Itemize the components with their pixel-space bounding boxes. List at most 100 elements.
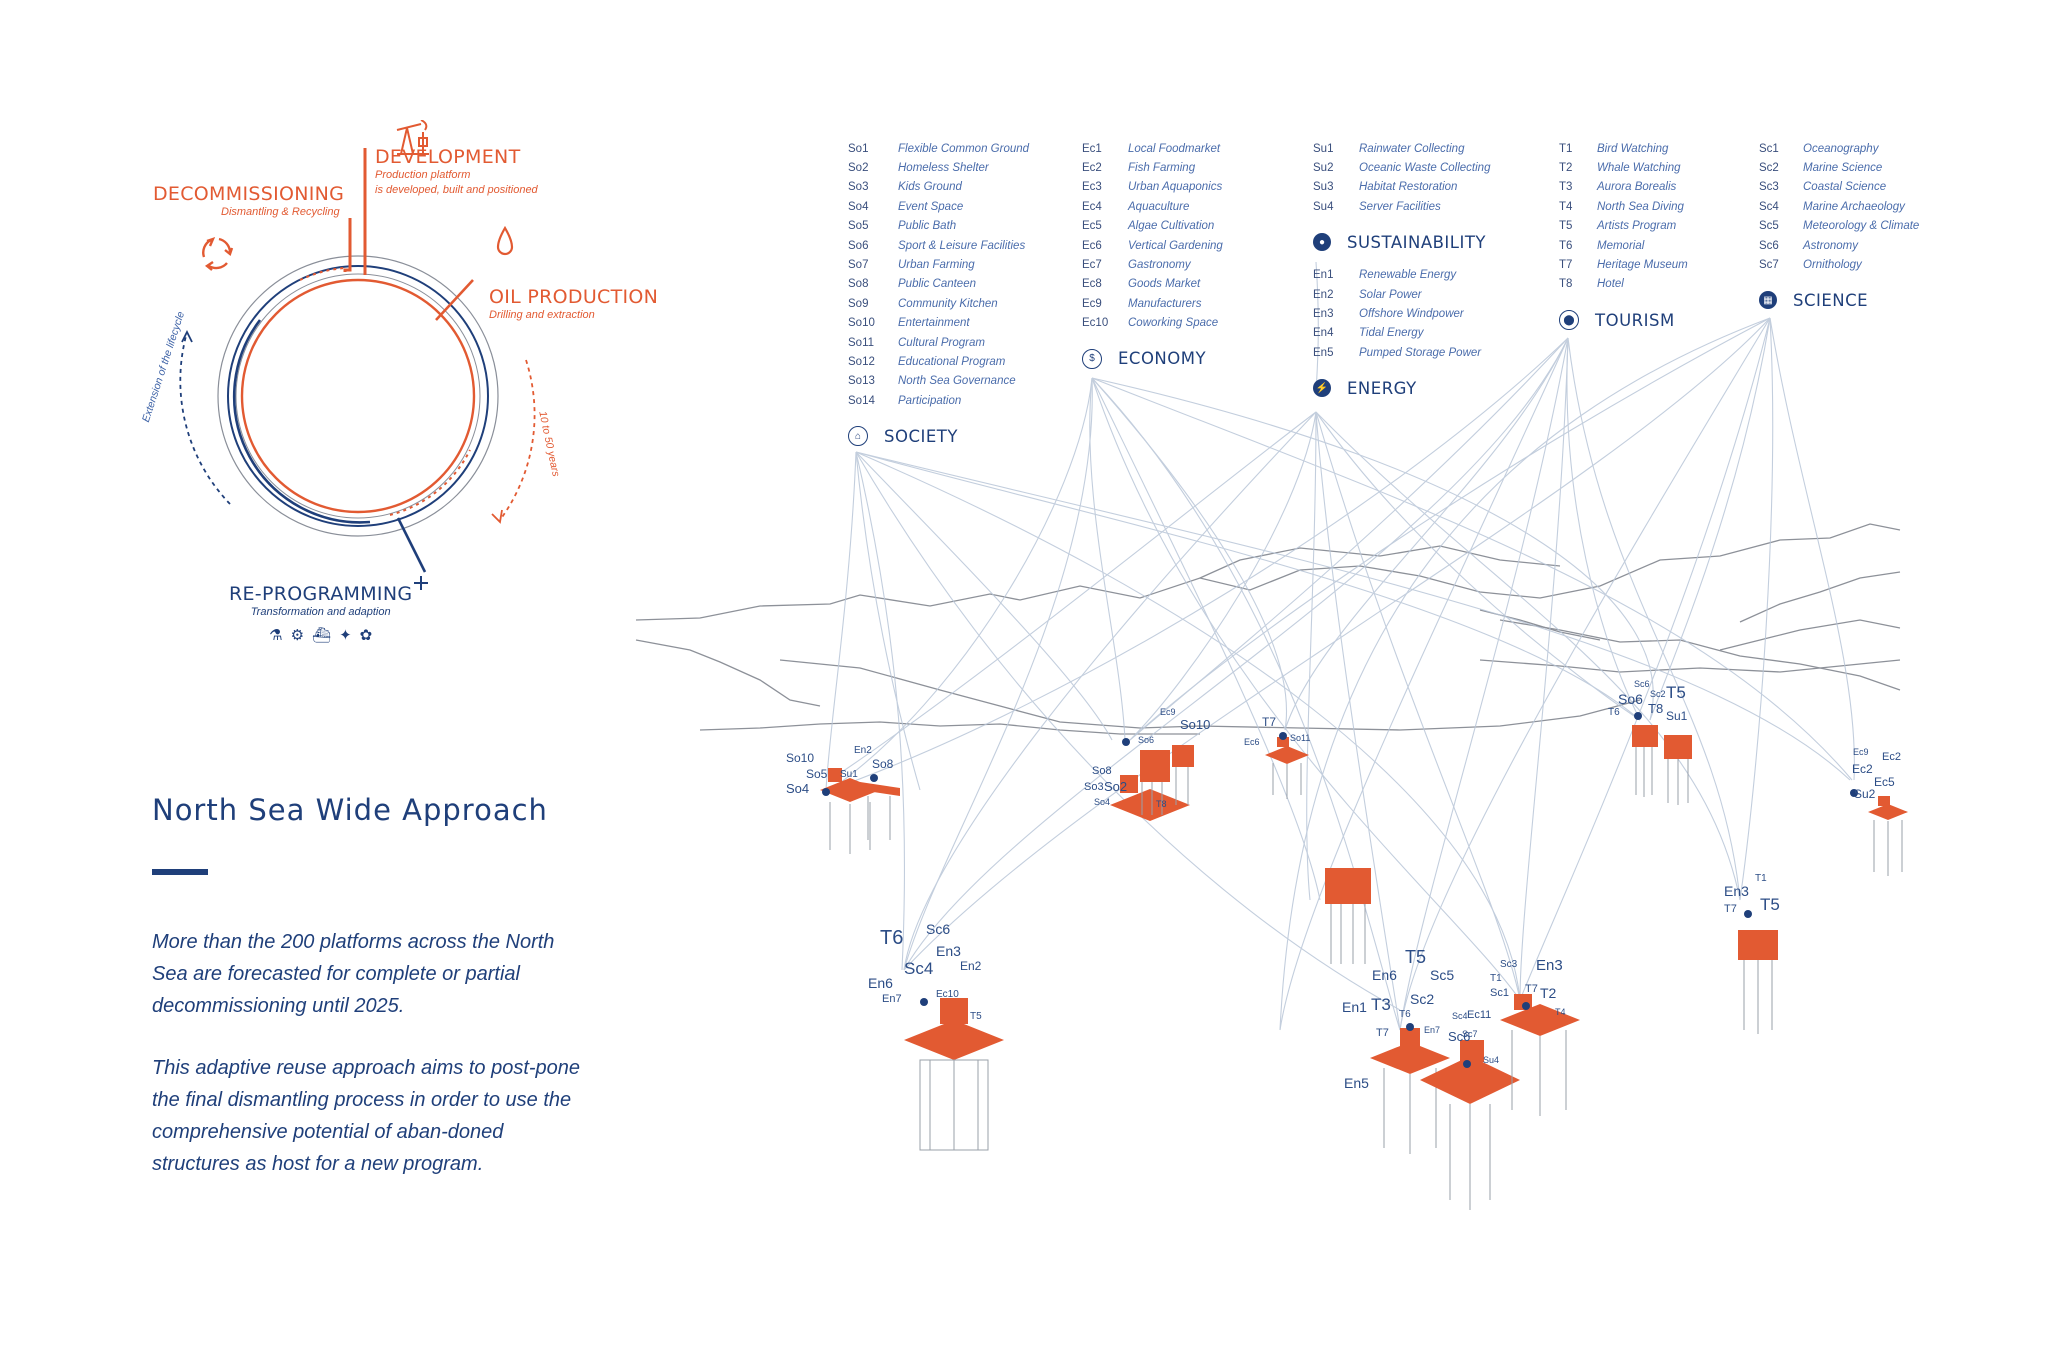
decommissioning-subtitle: Dismantling & Recycling — [221, 206, 340, 218]
economy-item-name: Goods Market — [1128, 278, 1201, 291]
lifecycle-outer-ring — [227, 265, 489, 527]
society-item-code: So7 — [848, 259, 869, 272]
society-item-code: So5 — [848, 220, 869, 233]
science-item-code: Sc2 — [1759, 162, 1779, 175]
decommissioning-stem — [343, 218, 352, 272]
science-label: SCIENCE — [1793, 290, 1869, 310]
oil-production-stem — [435, 279, 474, 321]
platform-program-label: So11 — [1290, 733, 1311, 743]
duration-arrow — [499, 359, 536, 521]
fish-mini-icon: ⛴ — [312, 627, 332, 644]
platform-program-label: Sc4 — [904, 959, 934, 978]
platform-program-label: Ec6 — [1244, 737, 1260, 747]
economy-item-name: Manufacturers — [1128, 297, 1202, 310]
society-item-code: So6 — [848, 239, 869, 252]
society-item-code: So12 — [848, 355, 875, 368]
platform-program-label: T1 — [1490, 973, 1502, 984]
economy-item-code: Ec1 — [1082, 142, 1102, 155]
society-heading: ⌂ SOCIETY — [848, 426, 1029, 447]
economy-mini-icon: ⚙ — [290, 627, 305, 644]
tourism-item-code: T5 — [1559, 220, 1573, 233]
platform-program-label: Sc1 — [1490, 987, 1509, 999]
platform-p6-tower — [1325, 868, 1371, 964]
platform-program-label: T1 — [1755, 873, 1767, 884]
platforms — [820, 725, 1908, 1210]
platform-program-label: Sc5 — [1430, 967, 1455, 983]
sustainability-heading: ● SUSTAINABILITY — [1313, 233, 1490, 252]
connection-lines — [825, 261, 1855, 1031]
society-item-name: Homeless Shelter — [898, 162, 989, 175]
reprogramming-title: RE-PROGRAMMING — [229, 583, 413, 605]
sustainability-item-name: Oceanic Waste Collecting — [1359, 162, 1491, 175]
oil-production-title: OIL PRODUCTION — [489, 286, 659, 308]
science-item-code: Sc4 — [1759, 200, 1779, 213]
platform-program-label: En2 — [854, 745, 872, 756]
lifecycle-arc-dotted-top — [299, 267, 346, 281]
intro-paragraph-2: This adaptive reuse approach aims to pos… — [152, 1057, 581, 1175]
platform-p3 — [1265, 737, 1309, 799]
platform-program-label: T8 — [1156, 799, 1167, 809]
economy-item-name: Algae Cultivation — [1128, 220, 1215, 233]
platform-program-label: So10 — [1180, 717, 1211, 732]
society-item-name: Cultural Program — [898, 336, 985, 349]
lifecycle-inner-ring — [240, 278, 476, 514]
platform-program-label: T5 — [1666, 683, 1686, 702]
society-item-name: Sport & Leisure Facilities — [898, 239, 1026, 252]
platform-p1 — [820, 768, 900, 854]
platform-program-label: So5 — [806, 767, 828, 781]
platform-program-label: T5 — [1405, 947, 1427, 967]
society-item-name: Public Bath — [898, 220, 957, 233]
sustainability-item-name: Server Facilities — [1359, 200, 1441, 213]
platform-program-label: Sc3 — [1500, 959, 1518, 970]
energy-item-code: En2 — [1313, 288, 1334, 301]
platform-program-label: So4 — [786, 781, 810, 796]
platform-program-label: T6 — [1399, 1009, 1411, 1020]
lifecycle-arc-navy — [232, 319, 371, 524]
platform-program-label: Ec9 — [1853, 747, 1869, 757]
society-item-name: Educational Program — [898, 355, 1006, 368]
society-item-code: So8 — [848, 278, 869, 291]
tourism-item-name: North Sea Diving — [1597, 200, 1684, 213]
telescope-mini-icon: ✦ — [339, 627, 352, 644]
platform-program-label: So8 — [872, 757, 894, 771]
platform-program-label: En1 — [1342, 999, 1367, 1015]
platform-program-label: T7 — [1525, 983, 1538, 995]
platform-program-label: Ec10 — [936, 989, 959, 1000]
economy-item-code: Ec10 — [1082, 317, 1109, 330]
science-item-name: Coastal Science — [1803, 181, 1887, 194]
platform-p5 — [1868, 796, 1908, 876]
platform-program-label: Sc6 — [926, 921, 951, 937]
platform-program-label: T5 — [1760, 895, 1780, 914]
platform-program-label: T7 — [1262, 715, 1277, 729]
science-heading: ▦ SCIENCE — [1759, 291, 1919, 310]
platform-program-label: T7 — [1376, 1027, 1389, 1039]
reprogramming-subtitle: Transformation and adaption — [250, 606, 391, 618]
energy-label: ENERGY — [1347, 378, 1417, 398]
platform-program-label: Su2 — [1854, 787, 1876, 801]
economy-item-code: Ec9 — [1082, 297, 1102, 310]
science-item-name: Marine Archaeology — [1803, 200, 1905, 213]
society-item-code: So3 — [848, 181, 869, 194]
platform-program-label: T2 — [1540, 985, 1557, 1001]
platform-program-label: En6 — [868, 975, 893, 991]
